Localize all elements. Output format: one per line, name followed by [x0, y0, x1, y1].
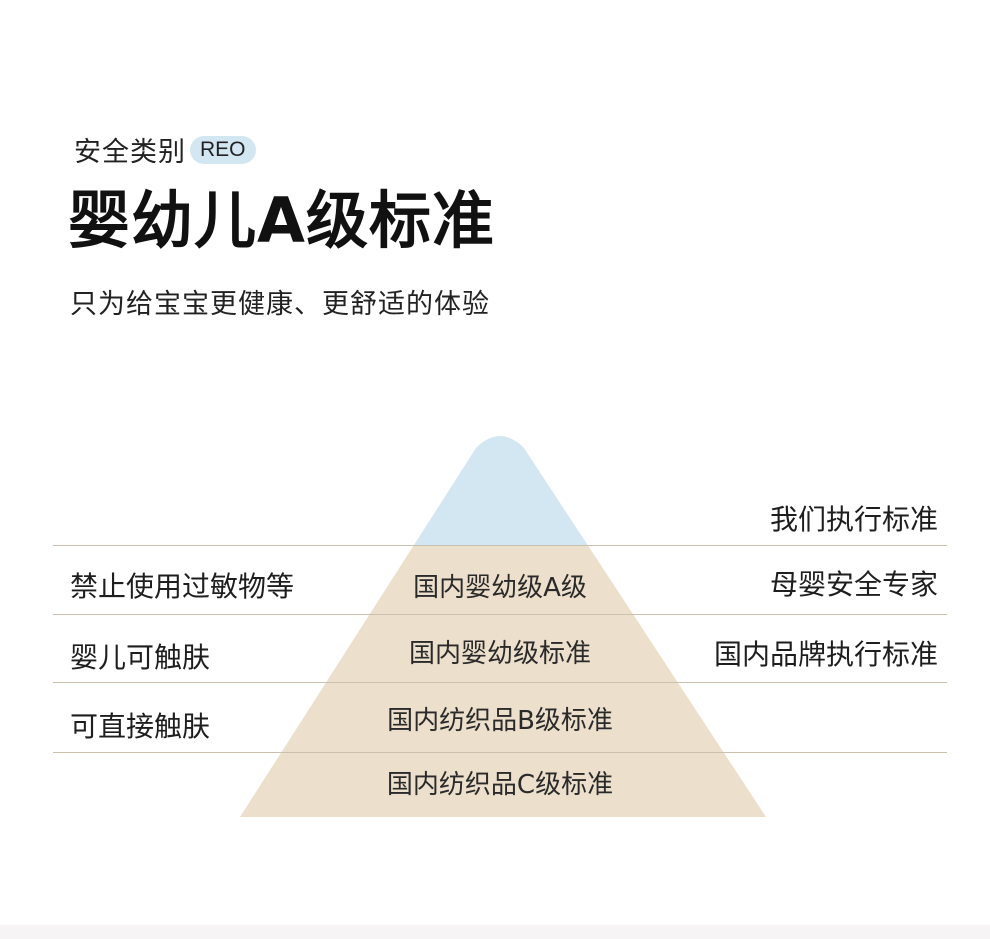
left-note-no-allergens: 禁止使用过敏物等 — [70, 570, 295, 603]
safety-category: 安全类别 REO — [74, 130, 256, 169]
right-note-standard: 我们执行标准 — [769, 503, 938, 536]
divider-line — [53, 614, 947, 615]
pyramid-level-4: 国内纺织品C级标准 — [386, 770, 614, 800]
page-subtitle: 只为给宝宝更健康、更舒适的体验 — [70, 289, 490, 320]
left-note-skin-contact: 可直接触肤 — [70, 710, 211, 743]
right-note-expert: 母婴安全专家 — [769, 568, 938, 601]
pyramid-level-1: 国内婴幼级A级 — [413, 573, 587, 603]
divider-line — [53, 545, 947, 546]
right-note-brand: 国内品牌执行标准 — [713, 638, 938, 671]
category-label: 安全类别 — [74, 137, 186, 168]
divider-line — [53, 682, 947, 683]
left-note-baby-skin: 婴儿可触肤 — [70, 641, 211, 674]
pyramid-level-2: 国内婴幼级标准 — [408, 639, 591, 669]
footer-strip — [0, 925, 990, 939]
divider-line — [53, 752, 947, 753]
pyramid-level-3: 国内纺织品B级标准 — [387, 706, 613, 736]
category-badge: REO — [190, 135, 256, 164]
page-title: 婴幼儿A级标准 — [68, 184, 495, 257]
